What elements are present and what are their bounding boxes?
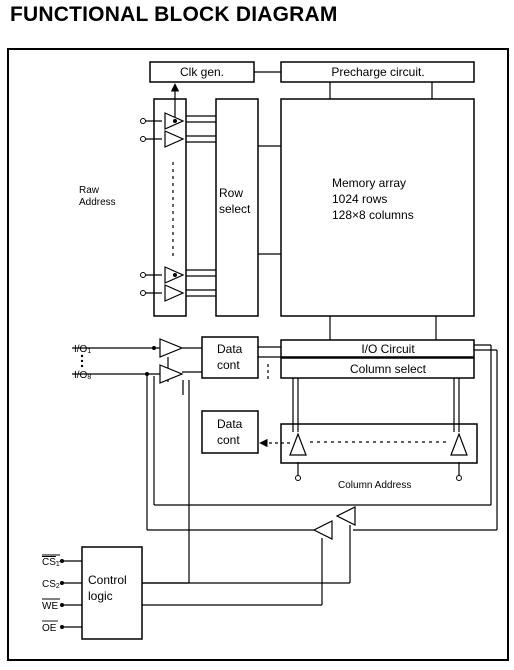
junction-dot-icon <box>152 346 156 350</box>
io-ellipsis <box>80 354 84 368</box>
data-cont-bottom-label-1: Data <box>217 417 243 431</box>
input-pin-circle-icon <box>140 272 146 278</box>
input-pin-circle-icon <box>295 475 301 481</box>
memory-array-label-2: 1024 rows <box>332 192 387 206</box>
page-title: FUNCTIONAL BLOCK DIAGRAM <box>10 3 338 26</box>
data-cont-bottom-block: Data cont <box>201 410 259 454</box>
junction-dot-icon <box>60 581 64 585</box>
cs1-label: CS1 <box>42 557 60 568</box>
control-logic-label-2: logic <box>88 589 113 603</box>
control-buffer-upper-icon <box>335 506 356 526</box>
data-cont-top-label-2: cont <box>217 358 240 372</box>
we-label: WE <box>42 601 58 612</box>
clk-gen-block: Clk gen. <box>149 61 255 83</box>
io1-buffer-icon <box>159 338 184 358</box>
raw-address-label-2: Address <box>79 197 116 208</box>
clk-gen-label: Clk gen. <box>180 65 224 79</box>
input-pin-circle-icon <box>140 118 146 124</box>
row-buffer-4-icon <box>164 284 185 302</box>
precharge-label: Precharge circuit. <box>331 65 424 79</box>
connection-wires <box>62 71 498 628</box>
input-pin-circle-icon <box>456 475 462 481</box>
control-buffer-lower-icon <box>312 520 333 540</box>
io8-buffer-icon <box>159 364 184 384</box>
row-select-label-2: select <box>219 202 251 216</box>
junction-dot-icon <box>173 119 177 123</box>
junction-dot-icon <box>60 603 64 607</box>
cs2-label: CS2 <box>42 579 60 590</box>
column-select-block: Column select <box>280 357 475 379</box>
data-cont-bottom-label-2: cont <box>217 433 240 447</box>
precharge-block: Precharge circuit. <box>280 61 475 83</box>
io1-label: I/O1 <box>74 344 91 355</box>
row-select-block: Row select <box>215 98 259 317</box>
column-buffer-area <box>280 423 478 464</box>
raw-address-label-1: Raw <box>79 185 100 196</box>
control-logic-block: Control logic <box>81 546 143 640</box>
data-cont-top-label-1: Data <box>217 342 243 356</box>
io-circuit-block: I/O Circuit <box>280 339 475 358</box>
junction-dot-icon <box>173 273 177 277</box>
row-select-label-1: Row <box>219 186 243 200</box>
row-buffer-column <box>153 98 187 317</box>
memory-array-label-3: 128×8 columns <box>332 208 414 222</box>
column-buffer-left-icon <box>289 432 307 456</box>
memory-array-label-1: Memory array <box>332 176 406 190</box>
junction-dot-icon <box>60 625 64 629</box>
data-cont-top-block: Data cont <box>201 336 259 379</box>
diagram-frame <box>7 48 509 661</box>
memory-array-block: Memory array 1024 rows 128×8 columns <box>280 98 475 317</box>
input-pin-circle-icon <box>140 290 146 296</box>
input-pin-circle-icon <box>140 136 146 142</box>
column-buffer-right-icon <box>450 432 468 456</box>
control-logic-label-1: Control <box>88 573 127 587</box>
column-address-label: Column Address <box>338 480 411 491</box>
oe-label: OE <box>42 623 57 634</box>
junction-dot-icon <box>60 559 64 563</box>
junction-dot-icon <box>145 372 149 376</box>
io8-label: I/O8 <box>74 370 91 381</box>
row-buffer-2-icon <box>164 130 185 148</box>
io-circuit-label: I/O Circuit <box>361 342 415 356</box>
column-select-label: Column select <box>350 362 427 376</box>
